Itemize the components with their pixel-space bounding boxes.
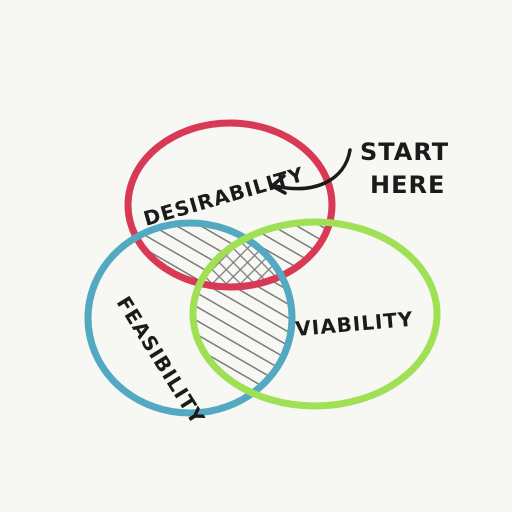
label-viability: VIABILITY	[294, 307, 414, 341]
label-desirability: DESIRABILITY	[141, 162, 307, 231]
annotation-start: START	[360, 138, 449, 166]
circle-feasibility	[84, 219, 296, 417]
circle-desirability	[124, 119, 336, 291]
circle-viability	[189, 218, 441, 410]
curved-arrow-icon	[270, 148, 352, 195]
annotation-here: HERE	[370, 171, 445, 199]
